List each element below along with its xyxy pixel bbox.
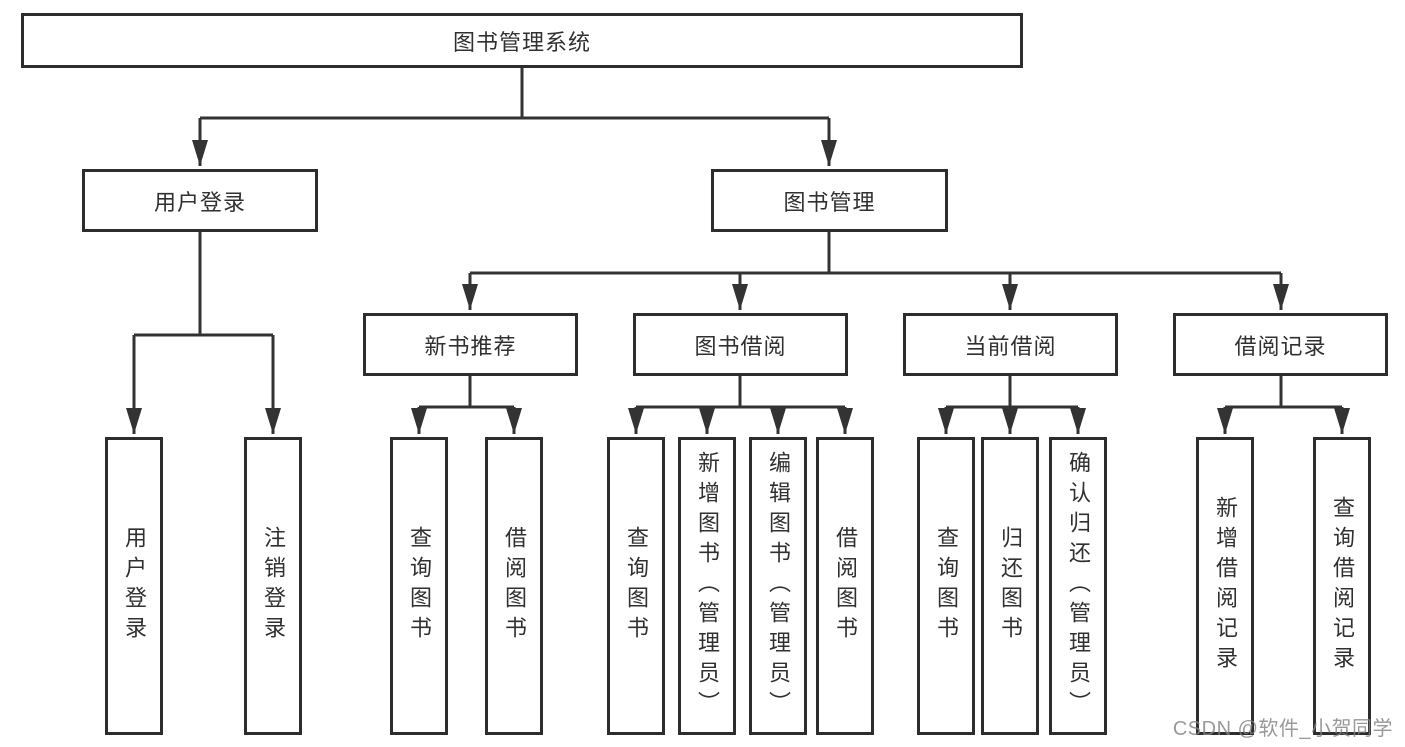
node-label: 查询图书 [934,526,959,646]
csdn-watermark: CSDN @软件_小贺同学 [1172,718,1393,740]
node-label: 确认归还（管理员） [1066,451,1091,721]
node-label: 图书借阅 [694,333,787,359]
node-leaf-logout: 注销登录 [244,437,302,735]
node-leaf-add-book-admin: 新增图书（管理员） [678,437,736,735]
node-label: 借阅记录 [1234,333,1327,359]
node-current-borrow: 当前借阅 [903,313,1118,376]
node-leaf-user-login: 用户登录 [105,437,163,735]
node-label: 注销登录 [261,526,286,646]
node-leaf-confirm-return-admin: 确认归还（管理员） [1049,437,1107,735]
node-label: 借阅图书 [833,526,858,646]
node-leaf-return-book: 归还图书 [981,437,1039,735]
node-label: 编辑图书（管理员） [766,451,791,721]
node-label: 图书管理 [783,189,876,215]
node-label: 用户登录 [153,189,246,215]
node-leaf-borrow-book: 借阅图书 [816,437,874,735]
node-label: 图书管理系统 [452,29,591,55]
node-leaf-query-book-current: 查询图书 [917,437,975,735]
node-leaf-query-book-borrow: 查询图书 [607,437,665,735]
node-new-book-recommend: 新书推荐 [363,313,578,376]
node-leaf-query-book-recommend: 查询图书 [390,437,448,735]
node-user-login: 用户登录 [82,169,318,232]
node-label: 当前借阅 [964,333,1057,359]
node-label: 查询借阅记录 [1330,496,1355,676]
node-label: 用户登录 [122,526,147,646]
node-label: 新增借阅记录 [1213,496,1238,676]
node-leaf-edit-book-admin: 编辑图书（管理员） [749,437,807,735]
node-borrow-records: 借阅记录 [1173,313,1388,376]
node-label: 借阅图书 [502,526,527,646]
node-leaf-borrow-book-recommend: 借阅图书 [485,437,543,735]
node-book-borrow: 图书借阅 [633,313,848,376]
node-label: 新书推荐 [424,333,517,359]
node-label: 新增图书（管理员） [695,451,720,721]
node-leaf-add-borrow-record: 新增借阅记录 [1196,437,1254,735]
node-label: 归还图书 [998,526,1023,646]
node-label: 查询图书 [624,526,649,646]
node-library-management-system: 图书管理系统 [21,13,1023,68]
node-label: 查询图书 [407,526,432,646]
node-leaf-query-borrow-record: 查询借阅记录 [1313,437,1371,735]
node-book-management: 图书管理 [711,169,948,232]
